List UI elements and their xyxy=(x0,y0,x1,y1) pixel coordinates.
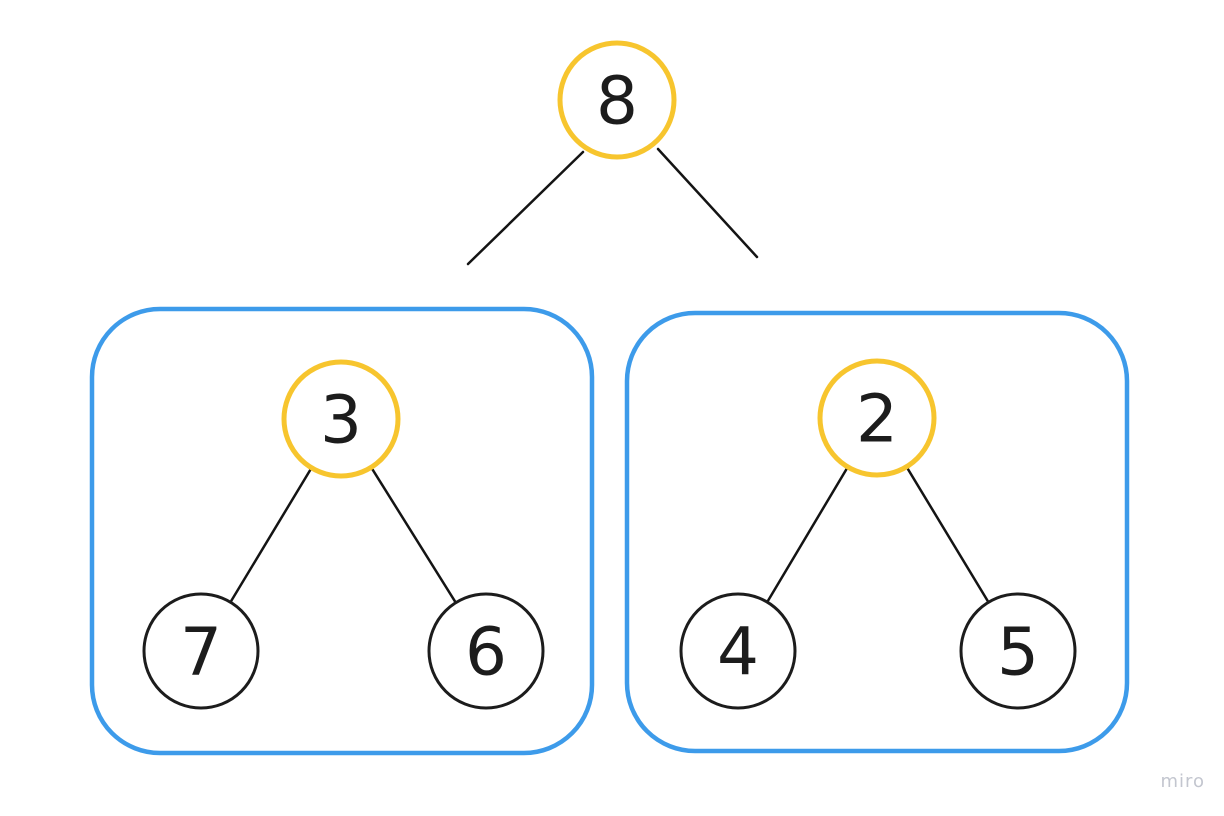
node-8[interactable]: 8 xyxy=(557,40,677,160)
node-8-circle xyxy=(557,40,677,160)
edge-8-left[interactable] xyxy=(466,150,585,266)
edge-8-right[interactable] xyxy=(656,147,759,259)
node-2[interactable]: 2 xyxy=(817,358,937,478)
node-6-label: 6 xyxy=(465,613,507,690)
right-subtree-box[interactable] xyxy=(624,310,1130,754)
node-5-circle xyxy=(959,592,1077,710)
node-4[interactable]: 4 xyxy=(679,592,797,710)
node-3[interactable]: 3 xyxy=(281,359,401,479)
node-7[interactable]: 7 xyxy=(142,592,260,710)
left-subtree-box[interactable] xyxy=(89,306,595,756)
node-8-label: 8 xyxy=(596,62,638,139)
node-5-label: 5 xyxy=(997,613,1039,690)
node-4-circle xyxy=(679,592,797,710)
node-2-circle xyxy=(817,358,937,478)
node-7-label: 7 xyxy=(180,613,222,690)
node-7-circle xyxy=(142,592,260,710)
node-3-circle xyxy=(281,359,401,479)
node-6-circle xyxy=(427,592,545,710)
node-3-label: 3 xyxy=(320,381,362,458)
node-5[interactable]: 5 xyxy=(959,592,1077,710)
miro-watermark: miro xyxy=(1160,771,1205,792)
node-4-label: 4 xyxy=(717,613,759,690)
node-6[interactable]: 6 xyxy=(427,592,545,710)
node-2-label: 2 xyxy=(856,380,898,457)
